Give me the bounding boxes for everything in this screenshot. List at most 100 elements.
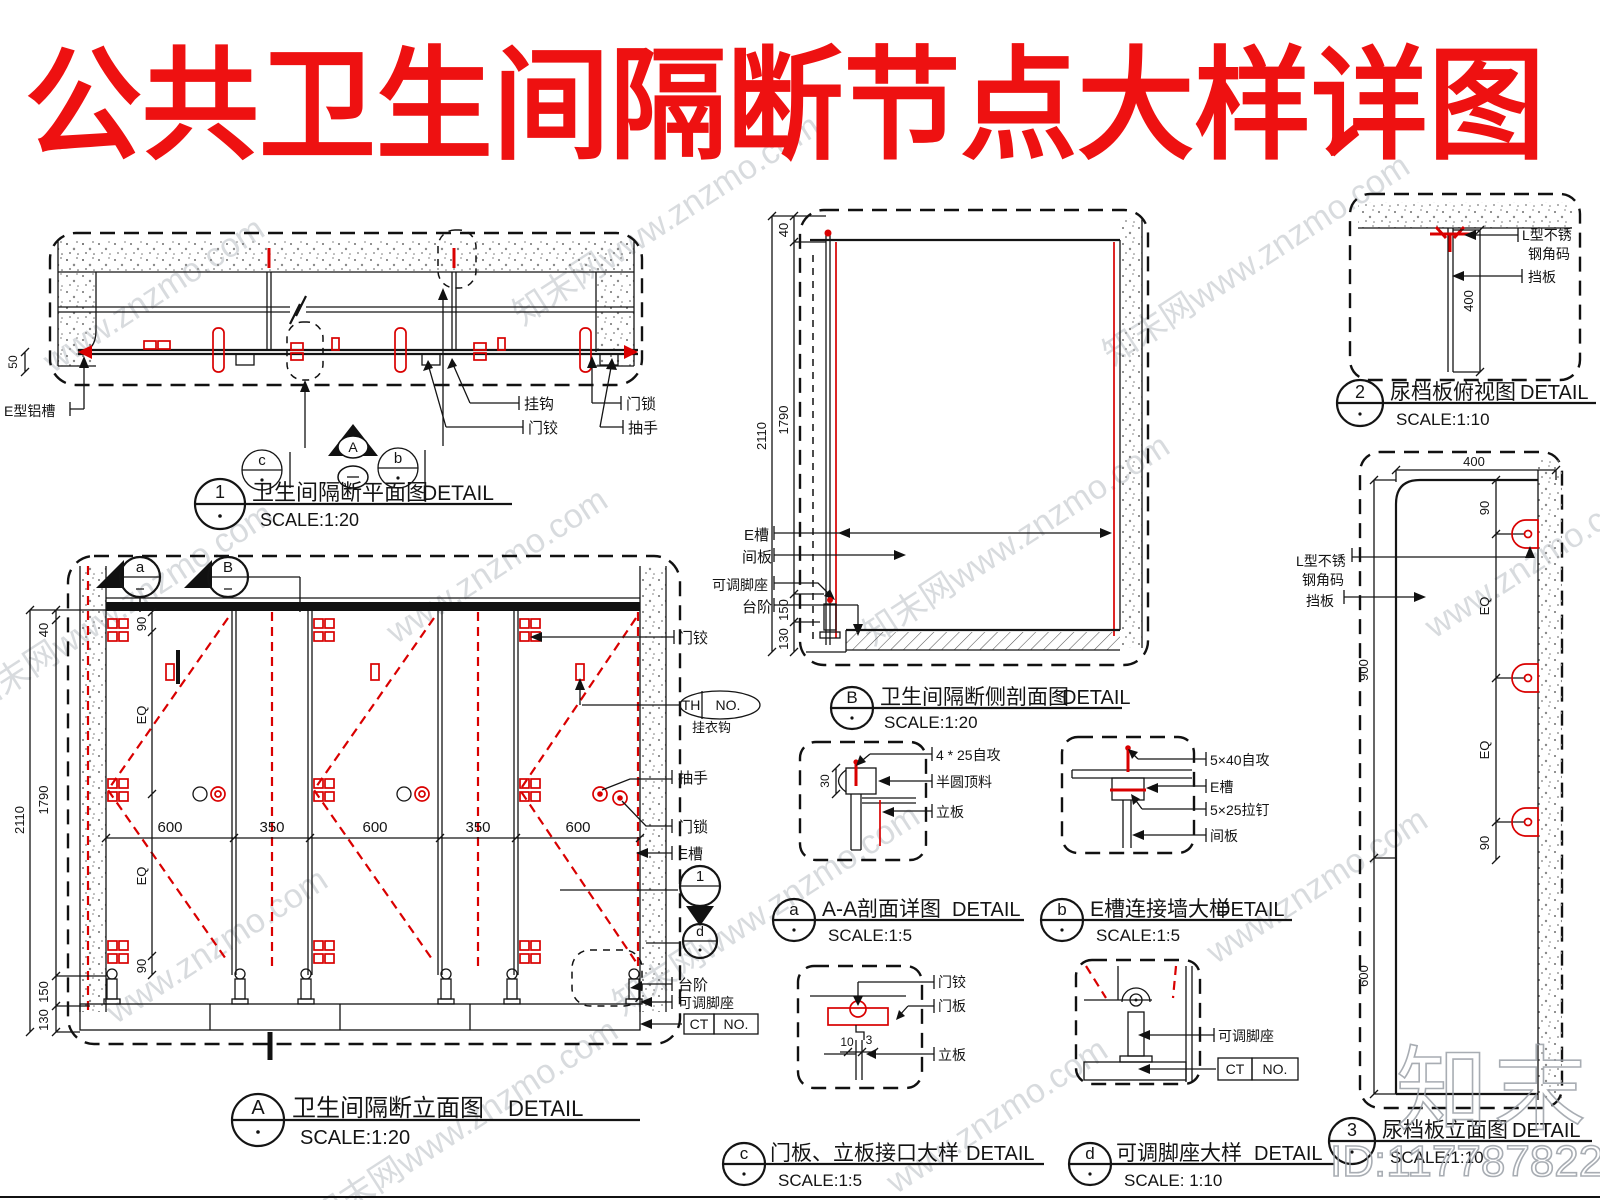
section-scale: SCALE:1:20	[884, 713, 978, 732]
elev-dim-150: 150	[36, 981, 51, 1003]
plan-label-pull: 抽手	[628, 420, 658, 437]
elev-label-coat-hook: 挂衣钩	[692, 720, 731, 735]
id-watermark: ID:1177878226	[1330, 1137, 1600, 1186]
detail-b-label-rivet: 5×25拉钉	[1210, 802, 1270, 818]
urinal-elev-dim-900: 900	[1356, 659, 1371, 681]
urinal-top-scale: SCALE:1:10	[1396, 410, 1490, 429]
urinal-elev-title-detail: DETAIL	[1512, 1120, 1581, 1142]
elev-dim-130: 130	[36, 1009, 51, 1031]
section-dim-40: 40	[776, 223, 791, 237]
detail-c-label-board: 立板	[938, 1047, 966, 1063]
plan-label-hook: 挂钩	[524, 396, 554, 413]
section-title-block: B 卫生间隔断侧剖面图 DETAIL SCALE:1:20	[829, 685, 1131, 732]
detail-b-view: 5×40自攻 E槽 5×25拉钉 间板 b E槽连接墙大样 DETAIL SCA…	[1039, 735, 1292, 945]
plan-callout-b-label: b	[394, 450, 402, 467]
elev-dim-600a: 600	[157, 819, 182, 836]
section-label-step: 台阶	[742, 599, 772, 616]
elev-dim-eq1: EQ	[134, 706, 149, 725]
urinal-top-title: 尿档板俯视图	[1390, 381, 1516, 404]
section-title: 卫生间隔断侧剖面图	[880, 686, 1069, 709]
elev-dim-40: 40	[36, 623, 51, 637]
section-title-letter: B	[846, 688, 857, 707]
detail-d-title: 可调脚座大样	[1116, 1142, 1242, 1165]
page-title: 公共卫生间隔断节点大样详图	[25, 38, 1545, 174]
detail-d-scale: SCALE: 1:10	[1124, 1171, 1222, 1190]
urinal-top-label-bracket2: 钢角码	[1528, 246, 1570, 262]
detail-a-label-cap: 半圆顶料	[936, 774, 992, 790]
elevation-title-block: A 卫生间隔断立面图 DETAIL SCALE:1:20	[230, 1092, 640, 1149]
urinal-top-label-baffle: 挡板	[1528, 269, 1556, 285]
elev-dim-90bot: 90	[134, 959, 149, 973]
section-label-e-channel: E槽	[744, 527, 769, 544]
detail-b-title: E槽连接墙大样	[1090, 898, 1230, 921]
section-title-detail: DETAIL	[1062, 687, 1131, 709]
elev-label-hinge: 门铰	[678, 629, 708, 647]
detail-b-title-letter: b	[1057, 900, 1066, 919]
watermark-text: www.znzmo.com	[1199, 800, 1434, 971]
detail-a-label-screw: 4 * 25自攻	[936, 747, 1001, 763]
detail-d-title-block: d 可调脚座大样 DETAIL SCALE: 1:10	[1067, 1141, 1334, 1190]
detail-c-title-letter: c	[740, 1144, 749, 1163]
plan-section-marker-A: A	[328, 424, 378, 489]
urinal-elev-dim-600: 600	[1356, 965, 1371, 987]
elev-marker-a-label: a	[136, 559, 145, 576]
detail-c-view: 门铰 门板 10 3 立板 c 门板、立板接口大样 DETAIL SCALE:1…	[721, 964, 1044, 1190]
detail-d-label-no: NO.	[1263, 1061, 1288, 1077]
urinal-elev-dim-90bot: 90	[1477, 836, 1492, 850]
plan-callout-c: c	[241, 449, 291, 491]
section-label-panel: 间板	[742, 548, 772, 566]
elevation-scale: SCALE:1:20	[300, 1127, 410, 1149]
watermark-text: www.znzmo.com	[1417, 475, 1600, 646]
elev-marker-1-label: 1	[696, 868, 704, 885]
detail-c-title-block: c 门板、立板接口大样 DETAIL SCALE:1:5	[721, 1141, 1044, 1190]
section-dim-total: 2110	[754, 422, 769, 450]
section-dim-130: 130	[776, 628, 791, 650]
detail-b-title-block: b E槽连接墙大样 DETAIL SCALE:1:5	[1039, 897, 1292, 945]
elev-label-lock: 门锁	[678, 819, 708, 836]
site-logo-watermark: 知末 ID:1177878226	[1329, 1039, 1600, 1187]
detail-c-title-detail: DETAIL	[966, 1143, 1035, 1165]
elev-dim-600c: 600	[565, 819, 590, 836]
detail-d-view: 可调脚座 CT NO. d 可调脚座大样 DETAIL SCALE: 1:10	[1067, 958, 1334, 1190]
watermark-text: www.znzmo.com	[879, 1030, 1114, 1200]
plan-label-hinge: 门铰	[528, 419, 558, 437]
elev-label-foot: 可调脚座	[678, 995, 734, 1011]
plan-section-marker-A-label: A	[348, 439, 358, 455]
plan-title-number: 1	[215, 482, 225, 502]
detail-a-scale: SCALE:1:5	[828, 926, 912, 945]
elev-label-step: 台阶	[678, 977, 708, 994]
detail-c-label-hinge: 门铰	[938, 974, 966, 990]
detail-a-title-letter: a	[789, 900, 799, 919]
plan-dim-50: 50	[6, 355, 20, 369]
detail-a-title-detail: DETAIL	[952, 899, 1021, 921]
detail-a-view: 30 4 * 25自攻 半圆顶料 立板 a A-A剖面详图 DETAIL SCA…	[771, 740, 1024, 945]
urinal-top-label-bracket1: L型不锈	[1522, 227, 1572, 243]
urinal-elev-dim-eq1: EQ	[1477, 597, 1492, 616]
detail-d-label-ct: CT	[1226, 1061, 1245, 1077]
detail-c-dim-3: 3	[866, 1033, 873, 1047]
plan-label-e-channel: E型铝槽	[4, 403, 55, 419]
plan-view: c b A 挂钩 门铰 门锁 抽手 E型铝槽 50	[4, 229, 658, 531]
plan-title: 卫生间隔断平面图	[252, 480, 428, 505]
urinal-elev-title: 尿档板立面图	[1382, 1119, 1508, 1142]
urinal-elev-dim-400: 400	[1463, 454, 1485, 469]
urinal-top-title-number: 2	[1355, 382, 1365, 402]
section-dim-150: 150	[776, 599, 791, 621]
plan-callout-b: b	[377, 447, 426, 489]
elev-label-th: TH	[682, 697, 701, 713]
detail-d-title-letter: d	[1085, 1144, 1094, 1163]
elev-dim-90top: 90	[134, 617, 149, 631]
detail-a-title-block: a A-A剖面详图 DETAIL SCALE:1:5	[771, 897, 1024, 945]
elev-marker-B-label: B	[223, 559, 233, 576]
detail-d-title-detail: DETAIL	[1254, 1143, 1323, 1165]
section-label-foot: 可调脚座	[712, 577, 768, 593]
urinal-elev-scale: SCALE:1:10	[1390, 1148, 1484, 1167]
hinge-symbols	[107, 618, 541, 964]
elev-dim-1790: 1790	[36, 786, 51, 815]
elev-marker-d-label: d	[696, 923, 704, 939]
urinal-top-title-detail: DETAIL	[1520, 382, 1589, 404]
elev-label-ct-no: NO.	[724, 1016, 749, 1032]
elevation-title-detail: DETAIL	[508, 1096, 583, 1121]
detail-a-dim-30: 30	[818, 774, 832, 788]
